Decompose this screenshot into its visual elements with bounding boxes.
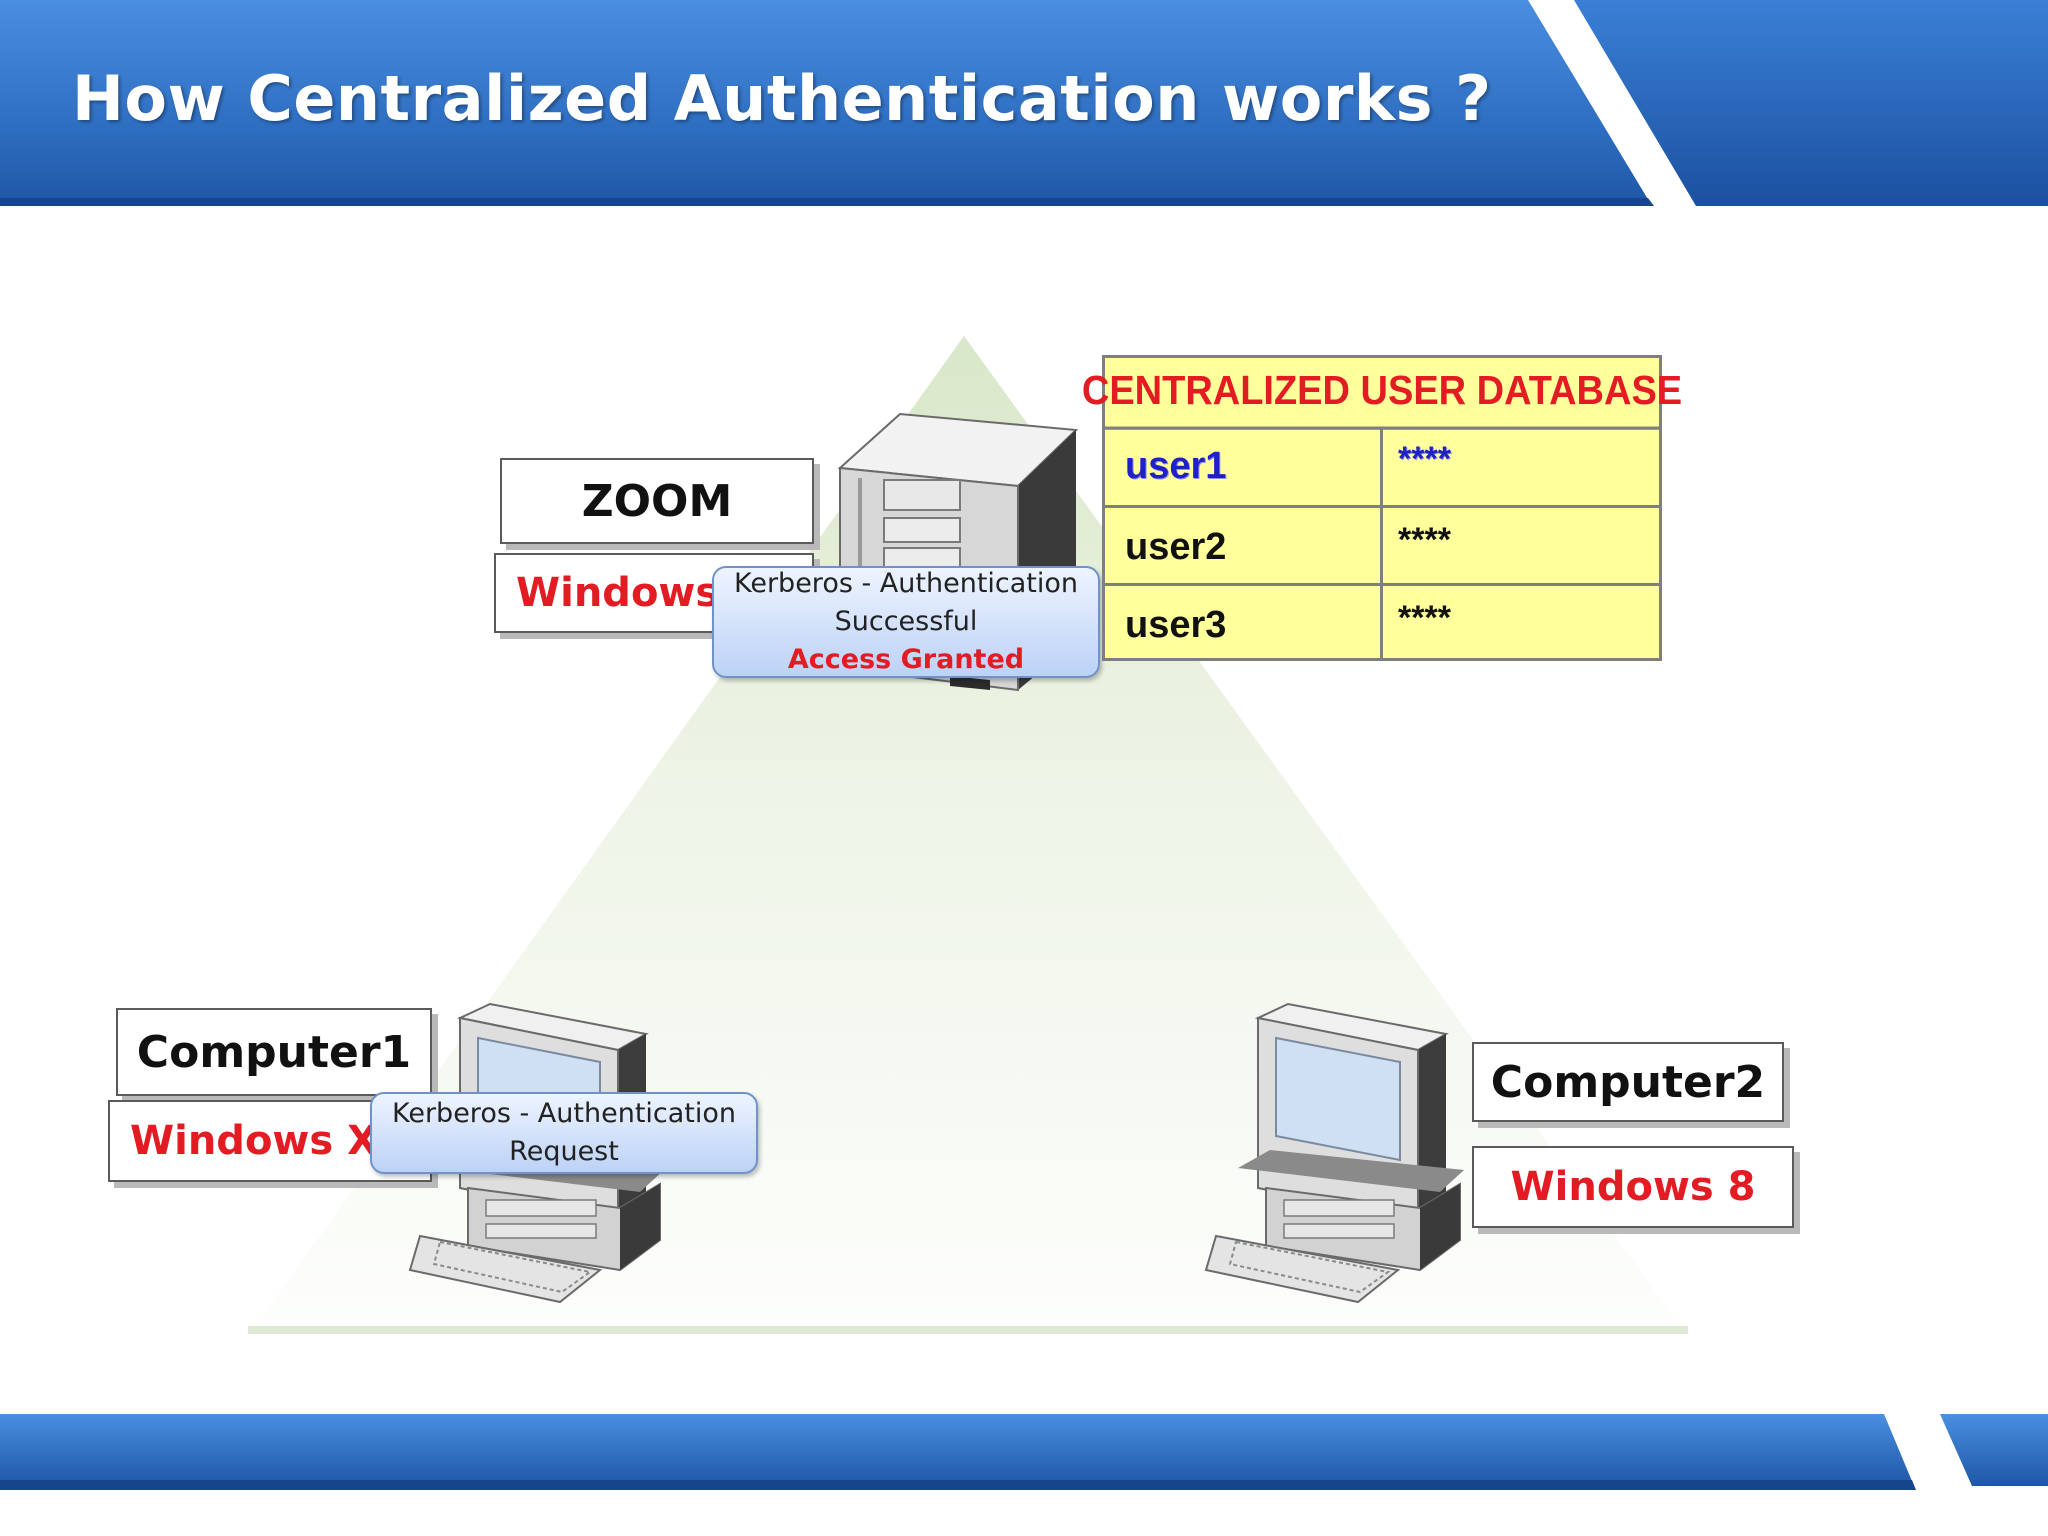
username-cell: user1 [1125, 445, 1227, 487]
header-banner [0, 0, 2048, 206]
table-row: user3 **** [1105, 583, 1659, 661]
auth-request-callout: Kerberos - Authentication Request [370, 1092, 758, 1174]
password-cell: **** [1398, 521, 1451, 559]
computer1-name-label: Computer1 [116, 1008, 432, 1096]
server-name-label: ZOOM [500, 458, 814, 544]
access-granted-text: Access Granted [787, 644, 1025, 675]
password-cell: **** [1398, 440, 1451, 478]
computer2-os-label: Windows 8 [1472, 1146, 1794, 1228]
password-cell: **** [1398, 599, 1451, 637]
computer2-desktop-icon [1204, 1002, 1464, 1304]
footer-banner [0, 1414, 2048, 1490]
callout-line: Kerberos - Authentication [391, 1098, 737, 1129]
column-divider [1380, 427, 1383, 661]
callout-line: Successful [834, 606, 978, 637]
user-database-table: CENTRALIZED USER DATABASE user1 **** use… [1082, 355, 1682, 661]
database-title: CENTRALIZED USER DATABASE [1082, 355, 1682, 430]
auth-success-callout: Kerberos - Authentication Successful Acc… [712, 566, 1100, 678]
slide-title: How Centralized Authentication works ? [72, 62, 1492, 135]
table-row: user2 **** [1105, 505, 1659, 583]
username-cell: user3 [1125, 604, 1227, 646]
computer2-name-label: Computer2 [1472, 1042, 1784, 1122]
table-row: user1 **** [1105, 427, 1659, 505]
username-cell: user2 [1125, 526, 1227, 568]
callout-line: Kerberos - Authentication [733, 568, 1079, 599]
callout-line: Request [509, 1136, 619, 1167]
